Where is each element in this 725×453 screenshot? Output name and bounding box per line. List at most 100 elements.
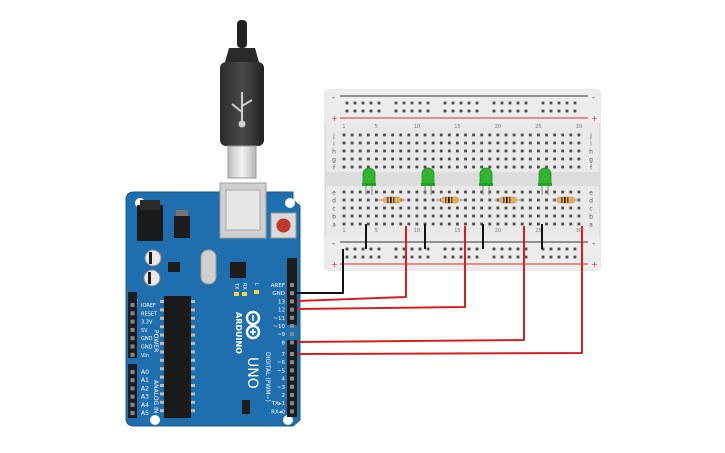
rail-hole[interactable] <box>426 109 430 113</box>
breadboard-hole[interactable] <box>350 133 354 137</box>
breadboard-hole[interactable] <box>528 206 532 210</box>
rail-hole[interactable] <box>451 101 455 105</box>
rail-hole[interactable] <box>459 101 463 105</box>
breadboard-hole[interactable] <box>447 133 451 137</box>
rail-hole[interactable] <box>459 247 463 251</box>
breadboard-hole[interactable] <box>561 206 565 210</box>
rail-hole[interactable] <box>557 255 561 259</box>
breadboard-hole[interactable] <box>407 222 411 226</box>
breadboard-hole[interactable] <box>553 190 556 194</box>
breadboard-hole[interactable] <box>561 222 565 226</box>
rail-hole[interactable] <box>426 255 430 259</box>
breadboard-hole[interactable] <box>504 190 508 194</box>
rail-hole[interactable] <box>443 255 447 259</box>
rail-hole[interactable] <box>410 255 414 259</box>
breadboard-hole[interactable] <box>545 141 548 145</box>
breadboard-hole[interactable] <box>504 222 508 226</box>
breadboard-hole[interactable] <box>464 165 467 169</box>
breadboard-hole[interactable] <box>472 149 475 153</box>
breadboard-hole[interactable] <box>391 157 394 161</box>
pin-headers[interactable] <box>128 258 297 418</box>
breadboard-hole[interactable] <box>577 165 581 169</box>
breadboard-hole[interactable] <box>358 190 362 194</box>
breadboard-hole[interactable] <box>375 190 378 194</box>
breadboard-hole[interactable] <box>577 149 581 153</box>
rail-hole[interactable] <box>475 255 479 259</box>
rail-hole[interactable] <box>524 247 528 251</box>
breadboard-hole[interactable] <box>569 157 573 161</box>
wire-pin12[interactable] <box>296 226 466 310</box>
breadboard-hole[interactable] <box>537 198 540 202</box>
rail-hole[interactable] <box>443 109 447 113</box>
breadboard-hole[interactable] <box>415 141 419 145</box>
breadboard-hole[interactable] <box>366 214 370 218</box>
breadboard-hole[interactable] <box>350 141 354 145</box>
breadboard-hole[interactable] <box>415 222 419 226</box>
breadboard-hole[interactable] <box>569 165 573 169</box>
rail-hole[interactable] <box>353 247 357 251</box>
rail-hole[interactable] <box>353 101 357 105</box>
breadboard-hole[interactable] <box>366 222 370 226</box>
breadboard-hole[interactable] <box>342 190 346 194</box>
breadboard-hole[interactable] <box>577 157 581 161</box>
breadboard-hole[interactable] <box>415 165 419 169</box>
rail-hole[interactable] <box>516 255 520 259</box>
rail-hole[interactable] <box>524 101 528 105</box>
rail-hole[interactable] <box>426 101 430 105</box>
breadboard-hole[interactable] <box>496 222 500 226</box>
breadboard-hole[interactable] <box>431 190 435 194</box>
breadboard-hole[interactable] <box>480 165 484 169</box>
breadboard-hole[interactable] <box>358 157 362 161</box>
breadboard-hole[interactable] <box>488 133 492 137</box>
breadboard-hole[interactable] <box>439 206 443 210</box>
rail-hole[interactable] <box>459 255 463 259</box>
breadboard-hole[interactable] <box>496 141 500 145</box>
breadboard-hole[interactable] <box>358 165 362 169</box>
breadboard-hole[interactable] <box>366 190 370 194</box>
rail-hole[interactable] <box>475 247 479 251</box>
breadboard-hole[interactable] <box>553 133 556 137</box>
breadboard-hole[interactable] <box>342 198 346 202</box>
breadboard-hole[interactable] <box>569 149 573 153</box>
breadboard-hole[interactable] <box>520 198 524 202</box>
breadboard-hole[interactable] <box>488 165 492 169</box>
rail-hole[interactable] <box>573 101 577 105</box>
breadboard-hole[interactable] <box>537 214 540 218</box>
breadboard-hole[interactable] <box>383 157 386 161</box>
breadboard-hole[interactable] <box>358 149 362 153</box>
breadboard-hole[interactable] <box>407 141 411 145</box>
rail-hole[interactable] <box>361 109 365 113</box>
rail-hole[interactable] <box>508 109 512 113</box>
rail-hole[interactable] <box>451 247 455 251</box>
rail-hole[interactable] <box>565 247 569 251</box>
breadboard-hole[interactable] <box>537 149 540 153</box>
led[interactable] <box>538 167 552 195</box>
breadboard-hole[interactable] <box>431 198 435 202</box>
rail-hole[interactable] <box>467 101 471 105</box>
breadboard-hole[interactable] <box>569 190 573 194</box>
breadboard-hole[interactable] <box>480 141 484 145</box>
breadboard-hole[interactable] <box>342 214 346 218</box>
breadboard-hole[interactable] <box>520 206 524 210</box>
rail-hole[interactable] <box>492 247 496 251</box>
wire-pin8[interactable] <box>296 226 525 343</box>
breadboard-hole[interactable] <box>383 165 386 169</box>
breadboard-hole[interactable] <box>350 149 354 153</box>
rail-hole[interactable] <box>361 255 365 259</box>
rail-hole[interactable] <box>516 109 520 113</box>
breadboard-hole[interactable] <box>528 198 532 202</box>
breadboard-hole[interactable] <box>520 149 524 153</box>
breadboard-hole[interactable] <box>431 157 435 161</box>
rail-hole[interactable] <box>361 101 365 105</box>
breadboard-hole[interactable] <box>545 133 548 137</box>
breadboard-hole[interactable] <box>431 149 435 153</box>
breadboard-hole[interactable] <box>561 157 565 161</box>
led[interactable] <box>479 167 493 195</box>
breadboard-hole[interactable] <box>439 157 443 161</box>
rail-hole[interactable] <box>573 247 577 251</box>
breadboard-hole[interactable] <box>358 198 362 202</box>
breadboard-hole[interactable] <box>488 214 492 218</box>
breadboard-hole[interactable] <box>431 141 435 145</box>
breadboard-hole[interactable] <box>391 141 394 145</box>
